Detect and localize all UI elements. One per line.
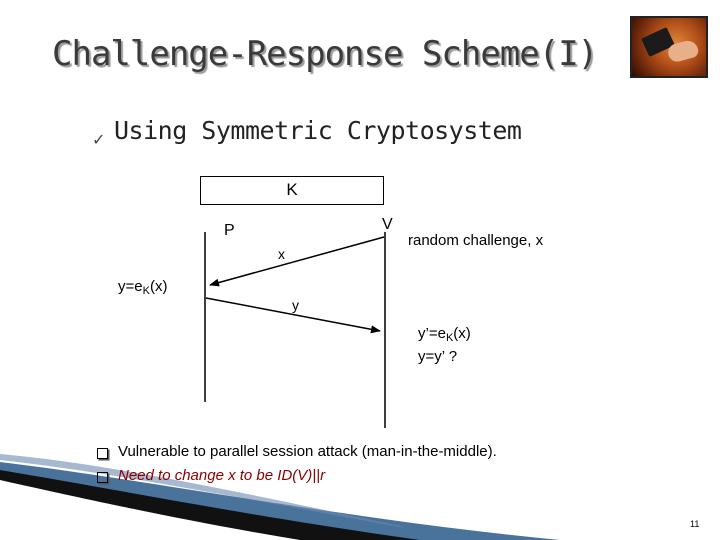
challenge-message-label: x bbox=[278, 246, 285, 262]
book-in-hand-logo bbox=[630, 16, 708, 78]
fix-note: Need to change x to be ID(V)||r bbox=[118, 467, 326, 484]
verifier-comparison: y=y’ ? bbox=[418, 348, 458, 365]
verifier-label: V bbox=[382, 216, 393, 233]
shared-key-box: K bbox=[200, 176, 384, 205]
page-number: 11 bbox=[690, 519, 700, 529]
challenge-note: random challenge, x bbox=[408, 232, 544, 249]
verifier-calc-key: K bbox=[445, 332, 454, 344]
prover-calc-key: K bbox=[142, 285, 150, 297]
response-arrow bbox=[205, 297, 381, 334]
note-bullet-2 bbox=[97, 470, 108, 486]
response-message-label: y bbox=[292, 297, 299, 313]
square-bullet-icon bbox=[97, 448, 108, 459]
prover-calc-prefix: y=e bbox=[118, 278, 143, 295]
shared-key-label: K bbox=[286, 180, 298, 199]
prover-calc-suffix: (x) bbox=[149, 278, 168, 295]
verifier-computation: y’=eK(x) bbox=[418, 325, 471, 344]
verifier-calc-suffix: (x) bbox=[453, 325, 471, 342]
slide-title: Challenge-Response Scheme(I) bbox=[52, 34, 598, 74]
square-bullet-icon bbox=[97, 472, 108, 483]
main-bullet-text: Using Symmetric Cryptosystem bbox=[114, 116, 522, 145]
note-bullet-1 bbox=[97, 446, 108, 462]
prover-computation: y=eK(x) bbox=[118, 278, 167, 297]
verifier-calc-prefix: y’=e bbox=[418, 325, 446, 342]
vulnerability-note: Vulnerable to parallel session attack (m… bbox=[118, 443, 497, 460]
challenge-arrow bbox=[209, 236, 385, 287]
checkmark-icon: ✓ bbox=[92, 132, 106, 149]
prover-label: P bbox=[224, 222, 235, 239]
